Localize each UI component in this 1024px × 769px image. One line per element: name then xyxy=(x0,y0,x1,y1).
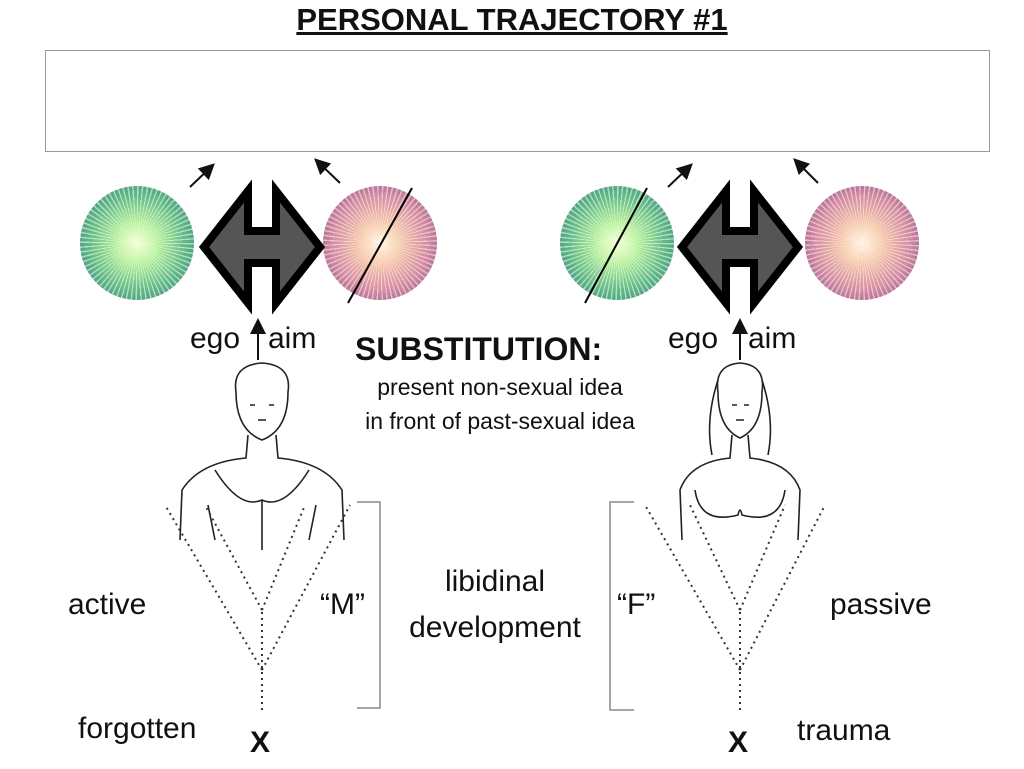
female-label: “F” xyxy=(617,588,656,621)
diagonal-arrows xyxy=(189,158,819,188)
substitution-heading: SUBSTITUTION: xyxy=(355,331,603,367)
strike-line-right xyxy=(584,187,648,304)
aim-label-right: aim xyxy=(748,322,797,355)
aim-label-left: aim xyxy=(268,322,317,355)
substitution-line-2: in front of past-sexual idea xyxy=(365,408,635,434)
green-firework-left xyxy=(80,186,194,300)
libidinal-label: libidinal xyxy=(444,565,546,598)
pink-firework-left xyxy=(323,186,437,300)
origin-x-left: X xyxy=(250,726,271,759)
bracket-right xyxy=(609,501,634,711)
slide-title: PERSONAL TRAJECTORY #1 xyxy=(296,2,728,37)
passive-label: passive xyxy=(830,588,932,621)
strike-line-left xyxy=(347,187,413,304)
trauma-label: trauma xyxy=(797,714,891,747)
forgotten-label: forgotten xyxy=(78,712,197,745)
libido-tree-right xyxy=(644,504,826,710)
male-label: “M” xyxy=(320,588,365,621)
double-arrow-icon-right xyxy=(676,179,804,315)
bracket-left xyxy=(357,501,381,709)
libido-tree-left xyxy=(164,504,351,710)
double-arrow-icon-left xyxy=(198,179,326,315)
development-label: development xyxy=(409,611,581,644)
origin-x-right: X xyxy=(728,726,749,759)
empty-answer-box xyxy=(45,50,990,152)
substitution-line-1: present non-sexual idea xyxy=(377,374,623,400)
male-figure xyxy=(179,362,345,550)
ego-label-left: ego xyxy=(190,322,241,355)
ego-label-right: ego xyxy=(668,322,719,355)
female-figure xyxy=(679,362,801,541)
active-label: active xyxy=(68,588,147,621)
pink-firework-right xyxy=(805,186,919,300)
